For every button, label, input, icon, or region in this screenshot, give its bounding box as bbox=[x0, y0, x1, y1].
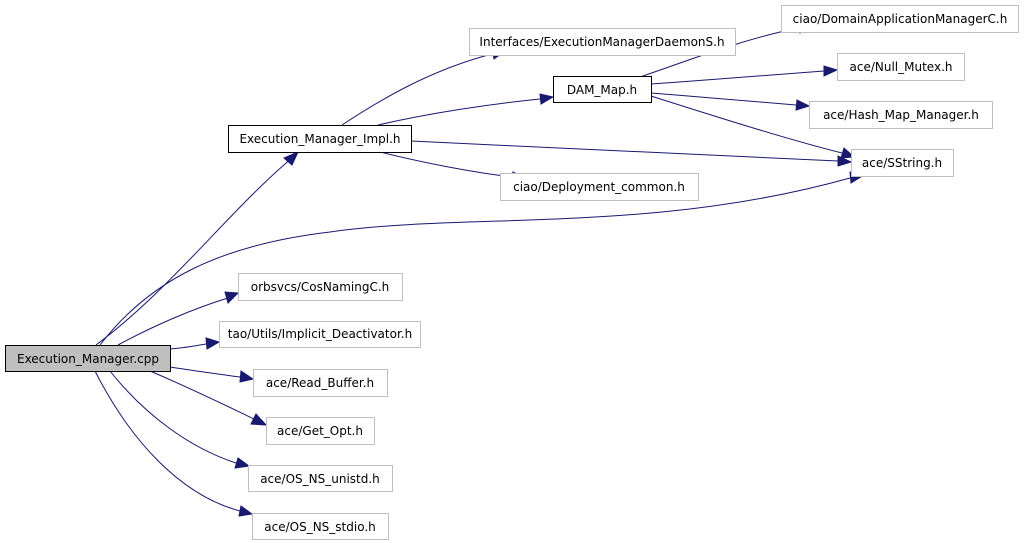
node-box bbox=[228, 125, 412, 153]
node-sstring-h[interactable]: ace/SString.h bbox=[851, 149, 954, 177]
node-os-ns-unistd-h[interactable]: ace/OS_NS_unistd.h bbox=[248, 465, 393, 492]
node-dam-map-h[interactable]: DAM_Map.h bbox=[553, 76, 652, 103]
node-box bbox=[266, 417, 375, 445]
edge-arrowhead bbox=[234, 457, 251, 469]
edge-root-to-unistd bbox=[109, 370, 237, 464]
node-box bbox=[238, 273, 403, 301]
node-box bbox=[5, 345, 171, 372]
edge-arrowhead bbox=[823, 65, 839, 77]
node-box bbox=[219, 321, 421, 348]
edge-arrowhead bbox=[837, 155, 853, 167]
node-os-ns-stdio-h[interactable]: ace/OS_NS_stdio.h bbox=[252, 513, 389, 540]
edge-arrowhead bbox=[239, 370, 255, 383]
edge-root-to-stdio bbox=[94, 370, 241, 512]
edge-root-to-cosnaming bbox=[117, 297, 229, 346]
node-label: ace/SString.h bbox=[862, 156, 942, 170]
node-label: ciao/DomainApplicationManagerC.h bbox=[793, 12, 1008, 26]
node-null-mutex-h[interactable]: ace/Null_Mutex.h bbox=[837, 53, 965, 81]
edge-arrowhead bbox=[238, 505, 254, 517]
edge-dam-map-to-null-mutex bbox=[650, 70, 825, 85]
edge-arrowhead bbox=[795, 99, 811, 111]
edge-arrowhead bbox=[539, 93, 555, 105]
edges bbox=[94, 22, 866, 517]
node-label: ace/OS_NS_stdio.h bbox=[264, 520, 376, 534]
edge-arrowhead bbox=[840, 147, 856, 159]
edge-impl-to-deploy bbox=[379, 151, 513, 178]
edge-impl-to-daemon bbox=[341, 53, 493, 126]
node-box bbox=[781, 5, 1019, 33]
node-label: ace/Hash_Map_Manager.h bbox=[823, 108, 979, 122]
node-label: ace/Read_Buffer.h bbox=[266, 376, 374, 390]
node-implicit-deactivator-h[interactable]: tao/Utils/Implicit_Deactivator.h bbox=[219, 321, 421, 348]
node-label: ace/OS_NS_unistd.h bbox=[260, 472, 380, 486]
node-execution-manager-impl-h[interactable]: Execution_Manager_Impl.h bbox=[228, 125, 412, 153]
edge-arrowhead bbox=[224, 291, 240, 304]
node-domain-application-manager-c-h[interactable]: ciao/DomainApplicationManagerC.h bbox=[781, 5, 1019, 33]
node-label: DAM_Map.h bbox=[567, 83, 637, 97]
node-cos-naming-c-h[interactable]: orbsvcs/CosNamingC.h bbox=[238, 273, 403, 301]
node-label: ace/Null_Mutex.h bbox=[850, 60, 953, 74]
edge-arrowhead bbox=[205, 337, 221, 350]
node-label: orbsvcs/CosNamingC.h bbox=[251, 280, 390, 294]
node-box bbox=[809, 101, 993, 129]
edge-dam-map-to-sstring bbox=[650, 95, 843, 154]
edge-root-to-read-buffer bbox=[169, 366, 241, 378]
node-box bbox=[248, 465, 393, 492]
edge-impl-to-dam-map bbox=[377, 98, 541, 126]
edge-arrowhead bbox=[250, 413, 268, 426]
node-label: ciao/Deployment_common.h bbox=[513, 180, 685, 194]
node-label: Execution_Manager.cpp bbox=[17, 352, 159, 366]
node-box bbox=[253, 369, 388, 397]
edge-dam-map-to-hash-map bbox=[650, 92, 797, 106]
edge-root-to-impl bbox=[95, 157, 293, 346]
edge-root-to-sstring bbox=[99, 177, 851, 346]
edge-arrowhead bbox=[283, 151, 299, 166]
node-execution-manager-cpp[interactable]: Execution_Manager.cpp bbox=[5, 345, 171, 372]
node-label: ace/Get_Opt.h bbox=[277, 424, 363, 438]
node-box bbox=[469, 28, 736, 56]
node-box bbox=[500, 173, 699, 201]
node-label: Execution_Manager_Impl.h bbox=[239, 132, 400, 146]
node-box bbox=[252, 513, 389, 540]
node-box bbox=[851, 149, 954, 177]
node-execution-manager-daemon-s-h[interactable]: Interfaces/ExecutionManagerDaemonS.h bbox=[469, 28, 736, 56]
edge-impl-to-sstring bbox=[410, 140, 839, 162]
node-deployment-common-h[interactable]: ciao/Deployment_common.h bbox=[500, 173, 699, 201]
node-box bbox=[837, 53, 965, 81]
node-label: Interfaces/ExecutionManagerDaemonS.h bbox=[479, 35, 724, 49]
nodes: Execution_Manager.cpp Execution_Manager_… bbox=[5, 5, 1019, 540]
node-label: tao/Utils/Implicit_Deactivator.h bbox=[228, 327, 412, 341]
edge-root-to-get-opt bbox=[149, 370, 255, 420]
node-box bbox=[553, 76, 652, 103]
node-get-opt-h[interactable]: ace/Get_Opt.h bbox=[266, 417, 375, 445]
node-read-buffer-h[interactable]: ace/Read_Buffer.h bbox=[253, 369, 388, 397]
node-hash-map-manager-h[interactable]: ace/Hash_Map_Manager.h bbox=[809, 101, 993, 129]
edge-root-to-implicit bbox=[169, 343, 207, 350]
